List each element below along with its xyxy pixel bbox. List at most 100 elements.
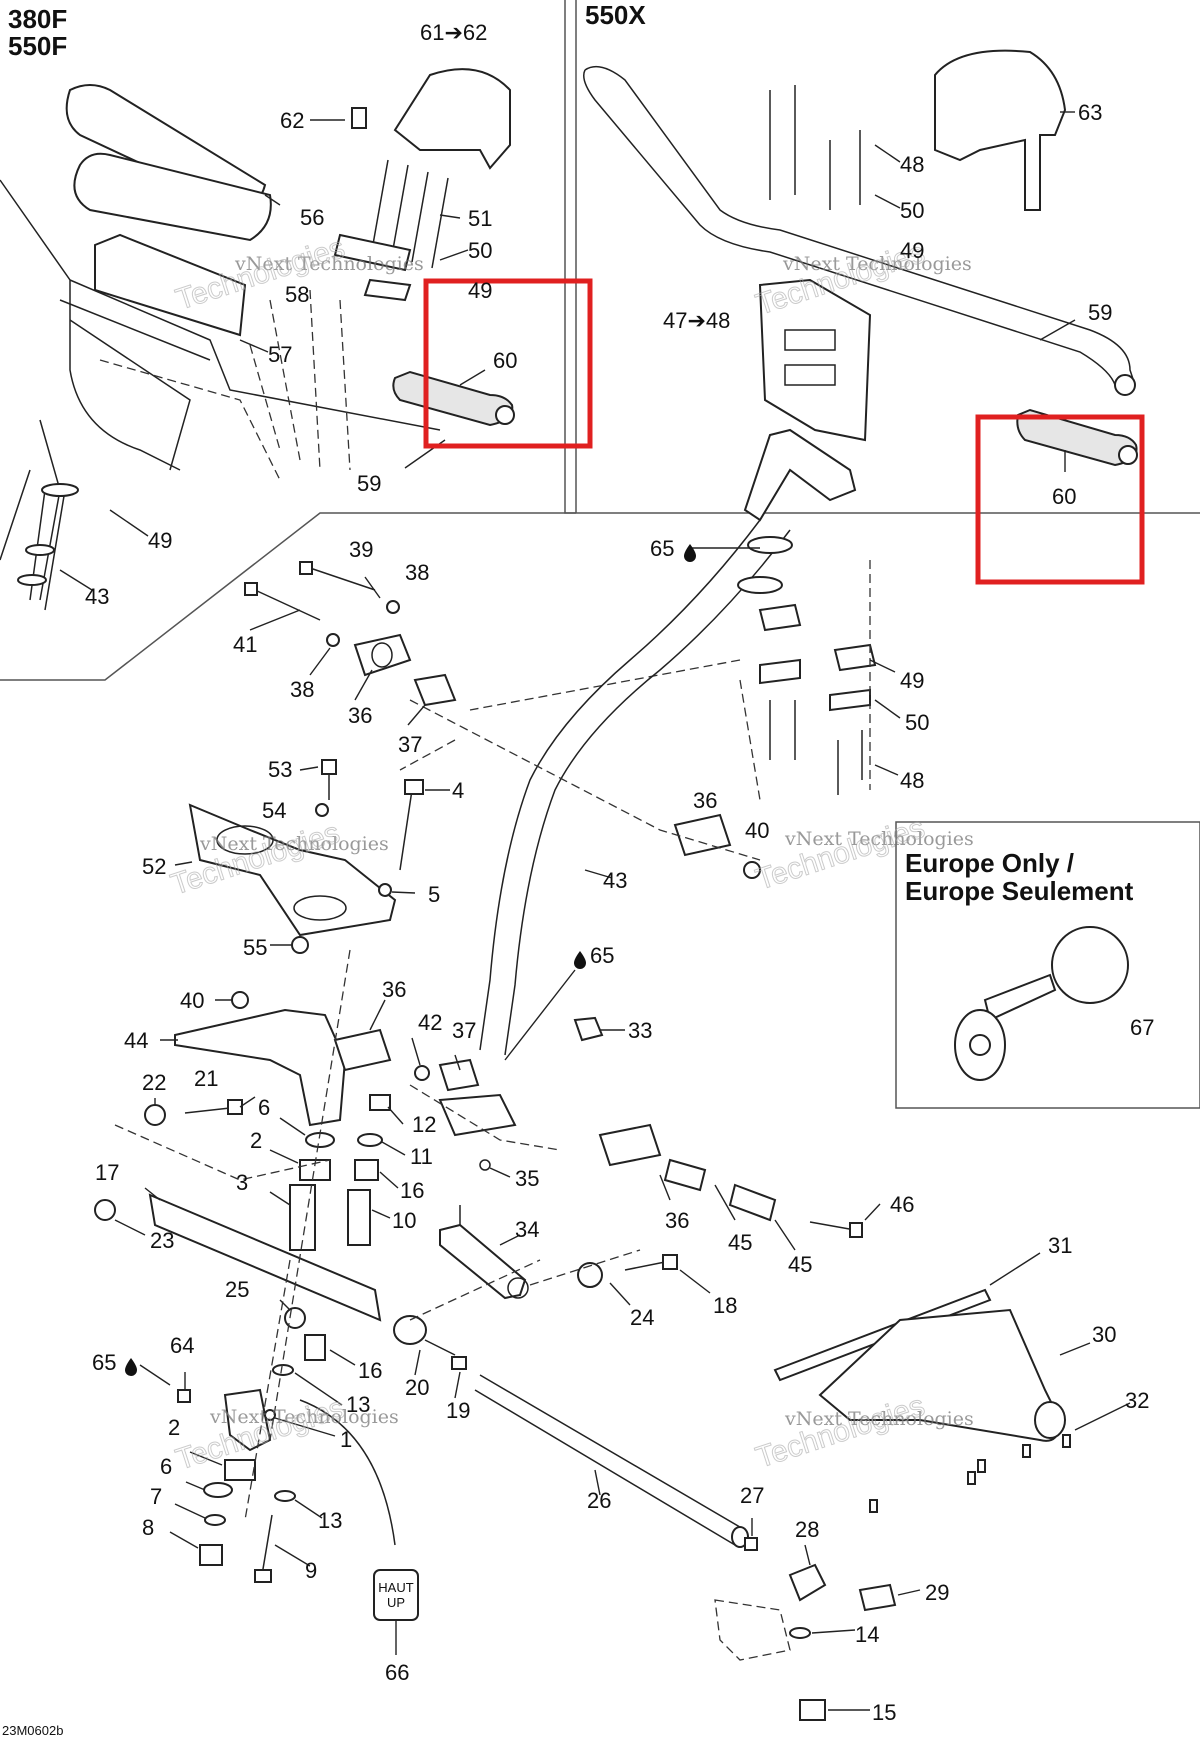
horn-part <box>954 926 1129 1081</box>
callout-35: 35 <box>515 1166 539 1191</box>
up-tag-haut-text: HAUT <box>378 1580 413 1595</box>
callout-45-b: 45 <box>788 1252 812 1277</box>
cover-clip-part <box>351 107 367 129</box>
callout-30: 30 <box>1092 1322 1116 1347</box>
watermark-text: vNext Technologies <box>784 828 974 850</box>
callout-49-lower: 49 <box>900 668 924 693</box>
up-tag-up-text: UP <box>387 1595 405 1610</box>
callout-48-lower: 48 <box>900 768 924 793</box>
callout-6-lower: 6 <box>160 1454 172 1479</box>
lower-parts <box>94 561 1071 1721</box>
callout-27: 27 <box>740 1483 764 1508</box>
callout-41: 41 <box>233 632 257 657</box>
left-panel-title-380f: 380F <box>8 4 67 34</box>
riser-block-part <box>758 278 872 442</box>
callout-3: 3 <box>236 1170 248 1195</box>
watermark-outline: Technologies <box>752 811 929 897</box>
callout-46: 46 <box>890 1192 914 1217</box>
callout-18: 18 <box>713 1293 737 1318</box>
pad-cover-part <box>934 49 1067 211</box>
callout-59-left: 59 <box>357 471 381 496</box>
boot-plate-31 <box>773 1288 992 1382</box>
steering-yoke-top <box>743 428 857 522</box>
callout-16-lower: 16 <box>358 1358 382 1383</box>
callout-60-left: 60 <box>493 348 517 373</box>
callout-56: 56 <box>300 205 324 230</box>
highlight-box-right-grip <box>975 414 1145 585</box>
callout-36-chain: 36 <box>665 1208 689 1233</box>
callout-15: 15 <box>872 1700 896 1725</box>
callout-48-upper: 48 <box>900 152 924 177</box>
callout-50-upper: 50 <box>900 198 924 223</box>
watermarks: vNext Technologies Technologies vNext Te… <box>166 231 974 1478</box>
callout-11: 11 <box>410 1144 433 1169</box>
callout-44: 44 <box>124 1028 148 1053</box>
callout-59-right: 59 <box>1088 300 1112 325</box>
steering-column-main <box>479 519 793 1056</box>
steering-spindle-1 <box>223 1388 272 1452</box>
callout-14: 14 <box>855 1622 879 1647</box>
callout-36-upper: 36 <box>348 703 372 728</box>
left-handlebar-frame <box>0 179 441 601</box>
callout-8: 8 <box>142 1515 154 1540</box>
callout-42: 42 <box>418 1010 442 1035</box>
panel-frames <box>0 0 1200 1109</box>
callout-66: 66 <box>385 1660 409 1685</box>
callout-numbers: 61➔62 62 56 51 50 49 58 57 60 59 49 43 6… <box>85 20 1154 1725</box>
callout-23: 23 <box>150 1228 174 1253</box>
right-handlebar-bar <box>583 65 1136 386</box>
callout-31: 31 <box>1048 1233 1072 1258</box>
callout-40-lower: 40 <box>180 988 204 1013</box>
callout-29: 29 <box>925 1580 949 1605</box>
callout-60-right: 60 <box>1052 484 1076 509</box>
left-clamp-lower <box>363 278 412 302</box>
callout-28: 28 <box>795 1517 819 1542</box>
callout-38-lower: 38 <box>290 677 314 702</box>
callout-50: 50 <box>468 238 492 263</box>
callout-38-upper: 38 <box>405 560 429 585</box>
steering-bracket <box>174 1008 347 1127</box>
callout-52: 52 <box>142 854 166 879</box>
callout-67: 67 <box>1130 1015 1154 1040</box>
right-lower-bolts <box>769 700 863 795</box>
callout-49: 49 <box>468 278 492 303</box>
callout-34: 34 <box>515 1217 539 1242</box>
watermark-text: vNext Technologies <box>234 253 424 275</box>
steering-arm-34 <box>439 1223 527 1300</box>
callout-47-48: 47➔48 <box>663 308 730 333</box>
right-panel-parts <box>469 49 1138 801</box>
right-upper-bolts <box>769 85 861 210</box>
callout-43-left: 43 <box>85 584 109 609</box>
callout-37-upper: 37 <box>398 732 422 757</box>
callout-6-upper: 6 <box>258 1095 270 1120</box>
handlebar-pad-lower <box>73 152 272 242</box>
callout-45-a: 45 <box>728 1230 752 1255</box>
callout-64: 64 <box>170 1333 194 1358</box>
callout-24: 24 <box>630 1305 654 1330</box>
callout-36-mid: 36 <box>693 788 717 813</box>
callout-33: 33 <box>628 1018 652 1043</box>
callout-65-mid: 65 <box>590 943 614 968</box>
callout-49-upper: 49 <box>900 238 924 263</box>
callout-4: 4 <box>452 778 464 803</box>
callout-13-lower: 13 <box>318 1508 342 1533</box>
left-panel-title-550f: 550F <box>8 31 67 61</box>
lower-bracket-17 <box>148 1193 382 1322</box>
clamp-bolts-51 <box>371 159 449 269</box>
callout-17: 17 <box>95 1160 119 1185</box>
callout-20: 20 <box>405 1375 429 1400</box>
callout-9: 9 <box>305 1558 317 1583</box>
left-panel-parts <box>0 68 515 611</box>
europe-seulement-label: Europe Seulement <box>905 876 1134 906</box>
highlight-box-left-grip <box>423 278 593 449</box>
callout-13-upper: 13 <box>346 1392 370 1417</box>
callout-25: 25 <box>225 1277 249 1302</box>
callout-54: 54 <box>262 798 286 823</box>
left-handlebar-frame-2 <box>59 299 211 471</box>
callout-50-lower: 50 <box>905 710 929 735</box>
callout-12: 12 <box>412 1112 436 1137</box>
callout-36-lower: 36 <box>382 977 406 1002</box>
tie-rod-26 <box>474 1374 746 1546</box>
callout-61-62: 61➔62 <box>420 20 487 45</box>
